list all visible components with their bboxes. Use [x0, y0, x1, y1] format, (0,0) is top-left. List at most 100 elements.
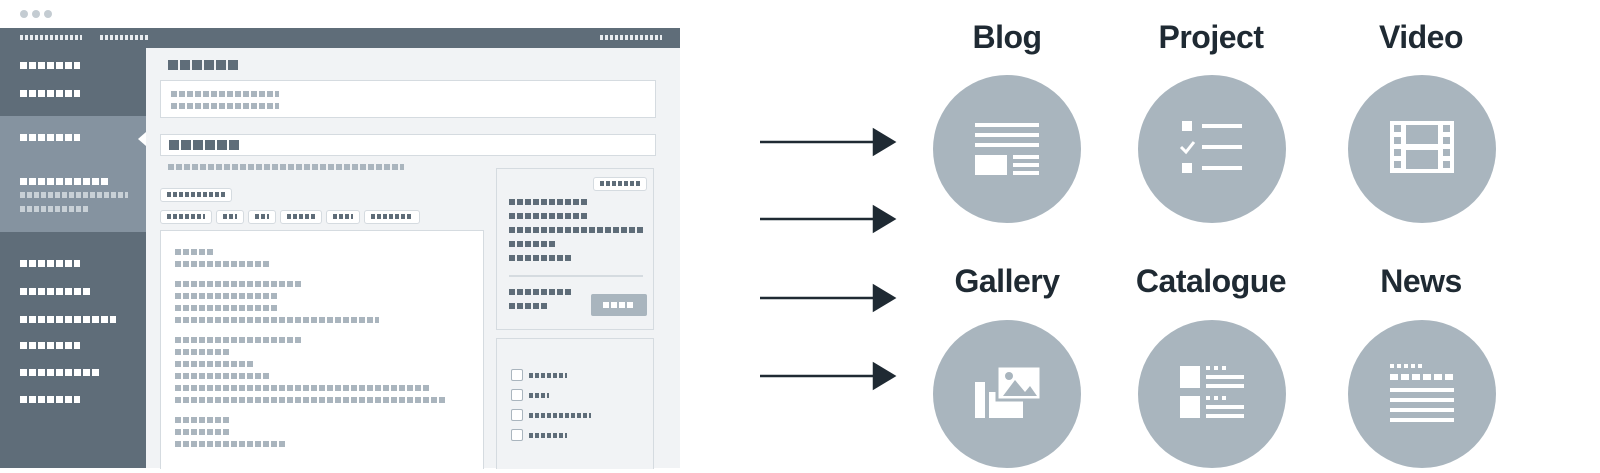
body-line-1 [175, 249, 215, 255]
topbar-placeholder-2 [100, 35, 150, 40]
wireframe-editor-window [0, 0, 680, 469]
publish-button[interactable] [591, 294, 647, 316]
body-line-9 [175, 361, 253, 367]
body-line-4 [175, 293, 279, 299]
sidebar-item-8[interactable] [20, 396, 80, 403]
categories-panel [496, 338, 654, 469]
active-pointer [138, 132, 146, 146]
publish-line-7 [509, 303, 547, 309]
content-type-label: Project [1158, 19, 1264, 55]
tag-chip-6[interactable] [326, 210, 360, 224]
sidebar-item-active[interactable] [0, 116, 146, 162]
checklist-icon [1138, 75, 1286, 223]
publish-line-3 [509, 227, 643, 233]
body-line-15 [175, 441, 285, 447]
sidebar-item-active-label [20, 134, 80, 141]
body-line-7 [175, 337, 301, 343]
tag-chip-7-text [371, 214, 413, 219]
tag-chip-7[interactable] [364, 210, 420, 224]
content-types-grid: Blog Project [933, 0, 1590, 468]
content-type-project[interactable]: Project [1111, 18, 1311, 56]
publish-line-4 [509, 241, 555, 247]
tag-chip-3[interactable] [216, 210, 244, 224]
body-line-3 [175, 281, 301, 287]
content-type-label: News [1380, 263, 1462, 299]
body-editor[interactable] [160, 230, 484, 469]
article-icon [933, 75, 1081, 223]
tag-chip-4-text [255, 214, 269, 219]
tag-chip-2-text [167, 214, 205, 219]
top-bar [0, 28, 680, 48]
body-line-11 [175, 385, 429, 391]
content-type-label: Blog [972, 19, 1042, 55]
film-icon [1348, 75, 1496, 223]
title-label [168, 60, 240, 70]
sidebar-item-5[interactable] [20, 316, 116, 323]
content-type-label: Gallery [954, 263, 1060, 299]
sidebar-submenu [0, 162, 146, 232]
tag-chip-5-text [287, 214, 315, 219]
publish-button-label [603, 302, 635, 308]
tag-chip-2[interactable] [160, 210, 212, 224]
content-type-label: Video [1378, 19, 1464, 55]
body-line-13 [175, 417, 231, 423]
topbar-placeholder-3 [600, 35, 662, 40]
sidebar-item-1[interactable] [20, 62, 80, 69]
sidebar-subitem-2[interactable] [20, 192, 128, 198]
category-checkbox-3[interactable] [511, 409, 523, 421]
category-label-2 [529, 393, 549, 398]
title-field[interactable] [160, 80, 656, 118]
sidebar-subitem-3[interactable] [20, 206, 88, 212]
content-type-label: Catalogue [1135, 263, 1287, 299]
title-field-line-2 [171, 103, 279, 109]
catalogue-icon [1138, 320, 1286, 468]
content-type-catalogue[interactable]: Catalogue [1111, 262, 1311, 300]
window-controls [20, 10, 52, 18]
arrow-head-2 [872, 204, 897, 234]
body-line-5 [175, 305, 279, 311]
main-area [146, 48, 680, 469]
sidebar-subitem-1[interactable] [20, 178, 108, 185]
body-line-6 [175, 317, 379, 323]
arrow-head-3 [872, 283, 897, 313]
category-checkbox-1[interactable] [511, 369, 523, 381]
slug-field-label [169, 140, 241, 150]
tag-chip-4[interactable] [248, 210, 276, 224]
sidebar-item-2[interactable] [20, 90, 80, 97]
publish-line-2 [509, 213, 587, 219]
tag-chip-1-text [167, 192, 225, 197]
tag-chip-5[interactable] [280, 210, 322, 224]
sidebar-item-7[interactable] [20, 369, 100, 376]
sidebar-item-6[interactable] [20, 342, 80, 349]
content-type-news[interactable]: News [1321, 262, 1521, 300]
content-type-video[interactable]: Video [1321, 18, 1521, 56]
publish-divider [509, 275, 643, 277]
tag-chip-6-text [333, 214, 353, 219]
publish-line-1 [509, 199, 587, 205]
images-icon [933, 320, 1081, 468]
category-label-3 [529, 413, 591, 418]
publish-panel [496, 168, 654, 330]
arrow-head-4 [872, 361, 897, 391]
sidebar-item-4[interactable] [20, 288, 90, 295]
body-line-14 [175, 429, 231, 435]
content-type-gallery[interactable]: Gallery [907, 262, 1107, 300]
slug-hint [168, 164, 404, 170]
body-line-10 [175, 373, 271, 379]
arrows-group [760, 127, 897, 391]
body-line-8 [175, 349, 231, 355]
tag-chip-3-text [223, 214, 237, 219]
category-checkbox-2[interactable] [511, 389, 523, 401]
category-label-4 [529, 433, 567, 438]
publish-line-6 [509, 289, 573, 295]
news-icon [1348, 320, 1496, 468]
body-line-12 [175, 397, 447, 403]
slug-field[interactable] [160, 134, 656, 156]
tag-chip-1[interactable] [160, 188, 232, 202]
content-type-blog[interactable]: Blog [907, 18, 1107, 56]
status-chip[interactable] [593, 177, 647, 191]
category-checkbox-4[interactable] [511, 429, 523, 441]
category-label-1 [529, 373, 567, 378]
arrow-head-1 [872, 127, 897, 157]
sidebar-item-3[interactable] [20, 260, 80, 267]
